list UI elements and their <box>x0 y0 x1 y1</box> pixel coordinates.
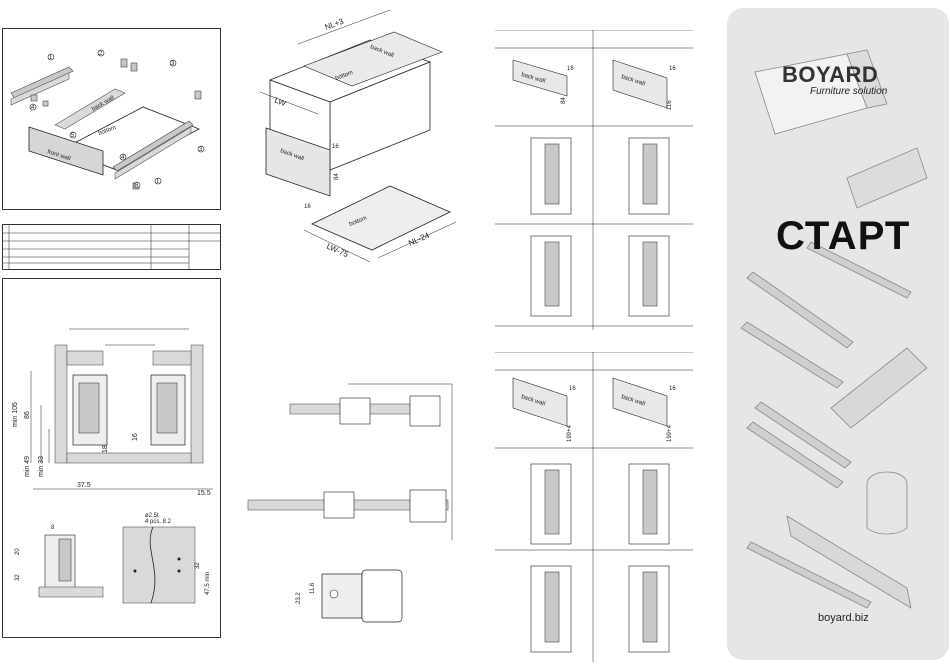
dim-16: 16 <box>132 433 139 441</box>
brand-tagline: Furniture solution <box>810 86 888 97</box>
dim-min49: min 49 <box>24 456 31 477</box>
middle-drawings: NL+3 LW back wall bottom back wall 16 84… <box>247 9 457 623</box>
dim-min33: min 33 <box>38 456 45 477</box>
table-top-dim-16a: 16 <box>567 66 574 72</box>
dim-32b: 32 <box>195 562 201 569</box>
dim-20: 20 <box>15 548 21 555</box>
website-link[interactable]: boyard.biz <box>818 612 869 624</box>
dim-15-5: 15.5 <box>197 490 211 497</box>
callout-markers: 1 2 3 4 5 6 1 4 3 <box>29 49 205 189</box>
svg-text:3: 3 <box>171 61 175 67</box>
dim-11-6: 11.6 <box>310 582 316 594</box>
svg-text:1: 1 <box>49 55 53 61</box>
bottom-panel-drawing: bottom 16 LW-75 NL-24 <box>303 185 457 263</box>
svg-text:4: 4 <box>31 105 35 111</box>
brand-logo: BOYARD <box>782 62 879 87</box>
bracket-drawing: 23.2 11.6 <box>296 569 403 623</box>
front-view-drawing: min 105 86 min 49 min 33 16 18 37.5 15.5… <box>12 328 213 604</box>
parts-exploded-drawing: back wall bottom front wall 1 2 3 4 5 <box>10 49 205 190</box>
dim-86: 86 <box>24 411 31 419</box>
table-bottom-dim-16b: 16 <box>669 386 676 392</box>
svg-text:3: 3 <box>199 147 203 153</box>
parts-diagram-panel: back wall bottom front wall 1 2 3 4 5 <box>2 28 221 210</box>
dim-84-back: 84 <box>334 173 340 180</box>
dim-23-2: 23.2 <box>296 592 302 604</box>
dim-37-5: 37.5 <box>77 482 91 489</box>
svg-text:5: 5 <box>71 133 75 139</box>
dim-16-back: 16 <box>332 144 339 150</box>
promo-product-sketches <box>740 49 928 609</box>
runner-side-view-1 <box>289 383 453 540</box>
table-top-dim-116: 116 <box>667 100 673 110</box>
parts-list-table <box>2 224 221 270</box>
back-wall-drawing: back wall 16 84 <box>265 127 340 197</box>
dim-lw75: LW-75 <box>325 242 350 260</box>
spec-table-top: back wall 16 84 back wall 16 116 <box>495 30 693 330</box>
hole-count: 4 pcs. 8.2 <box>145 519 172 525</box>
runner-side-view-2 <box>247 489 449 523</box>
dim-47-5: 47.5 min <box>205 572 211 595</box>
dim-min105: min 105 <box>12 402 19 427</box>
svg-text:6: 6 <box>135 183 139 189</box>
table-bottom-dim-16a: 16 <box>569 386 576 392</box>
dim-lw: LW <box>273 96 287 109</box>
table-bottom-dim-a: 199+4 <box>567 424 573 442</box>
iso-bottom-label: bottom <box>335 70 354 82</box>
installation-front-view-panel: min 105 86 min 49 min 33 16 18 37.5 15.5… <box>2 278 221 638</box>
dim-32: 32 <box>15 574 21 581</box>
svg-text:1: 1 <box>156 179 160 185</box>
dim-nl24: NL-24 <box>407 231 431 248</box>
table-top-dim-84: 84 <box>561 97 567 104</box>
dim-8: 8 <box>51 525 55 531</box>
dim-nl-plus3: NL+3 <box>324 17 346 32</box>
dim-18: 18 <box>102 445 109 453</box>
series-logo: СТАРТ <box>776 214 911 258</box>
dim-16-bottom: 16 <box>304 204 311 210</box>
svg-text:2: 2 <box>99 51 103 57</box>
table-top-dim-16b: 16 <box>669 66 676 72</box>
table-bottom-dim-b: 199+4 <box>667 424 673 442</box>
svg-text:4: 4 <box>121 155 125 161</box>
spec-table-bottom: back wall 16 199+4 back wall 16 199+4 <box>495 352 693 662</box>
bottom-label: bottom <box>98 125 117 137</box>
hole-spec: ø2.5t <box>145 513 159 519</box>
